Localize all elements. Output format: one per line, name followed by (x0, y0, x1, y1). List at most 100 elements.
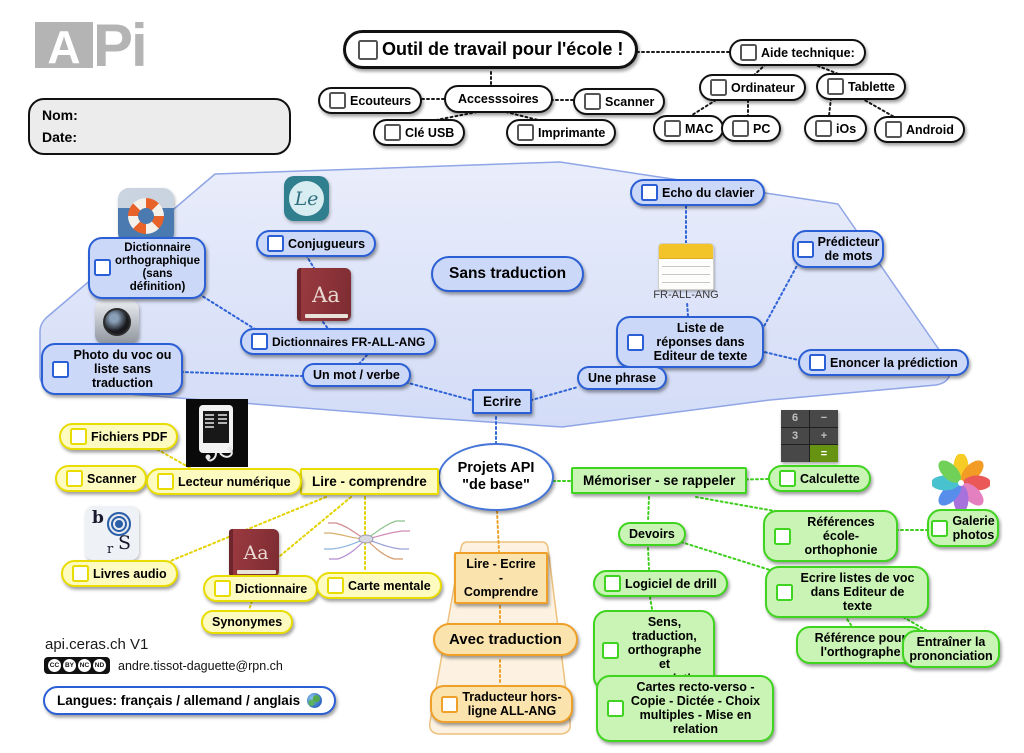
checkbox-icon[interactable] (627, 333, 644, 351)
node-synonymes[interactable]: Synonymes (201, 610, 294, 634)
node-lire-ecrire-comprendre[interactable]: Lire - Ecrire - Comprendre (454, 552, 548, 605)
node-cle-usb[interactable]: Clé USB (373, 119, 466, 146)
node-lire-comprendre[interactable]: Lire - comprendre (300, 468, 439, 495)
node-scanner-top[interactable]: Scanner (573, 88, 666, 115)
ereader-icon (186, 399, 248, 467)
checkbox-icon[interactable] (664, 120, 681, 137)
checkbox-icon[interactable] (732, 120, 749, 137)
node-accessoires[interactable]: Accesssoires (444, 85, 553, 113)
node-langues[interactable]: Langues: français / allemand / anglais (43, 686, 337, 715)
checkbox-icon[interactable] (441, 695, 458, 713)
node-ios[interactable]: iOs (804, 115, 868, 142)
name-date-box: Nom: Date: (28, 98, 291, 156)
node-dictionnaire-orthographique[interactable]: Dictionnaire orthographique (sans défini… (88, 237, 206, 299)
checkbox-icon[interactable] (251, 333, 268, 350)
checkbox-icon[interactable] (94, 259, 112, 277)
globe-icon (307, 693, 323, 708)
node-ecrire[interactable]: Ecrire (472, 389, 533, 414)
node-entrainer-prononciation[interactable]: Entraîner la prononciation (902, 630, 1000, 669)
node-pc[interactable]: PC (721, 115, 782, 142)
node-echo-du-clavier[interactable]: Echo du clavier (630, 179, 766, 206)
node-devoirs[interactable]: Devoirs (618, 522, 686, 546)
node-tablette[interactable]: Tablette (816, 73, 906, 100)
node-livres-audio[interactable]: Livres audio (61, 560, 178, 587)
conjugueurs-app-icon: Le (284, 176, 329, 221)
checkbox-icon[interactable] (72, 565, 89, 582)
node-liste-de-reponses[interactable]: Liste de réponses dans Editeur de texte (616, 316, 764, 369)
node-cartes-recto-verso[interactable]: Cartes recto-verso - Copie - Dictée - Ch… (596, 675, 774, 742)
node-dictionnaires-fr-all-ang[interactable]: Dictionnaires FR-ALL-ANG (240, 328, 437, 355)
checkbox-icon[interactable] (358, 39, 378, 60)
checkbox-icon[interactable] (329, 92, 346, 109)
node-enoncer-la-prediction[interactable]: Enoncer la prédiction (798, 349, 969, 376)
node-sans-traduction[interactable]: Sans traduction (431, 256, 585, 292)
notes-caption: FR-ALL-ANG (653, 289, 719, 301)
calculator-icon: 6− 3+ = (781, 410, 838, 462)
cc-license-icon: cc by nc nd (44, 657, 110, 674)
contact-email: andre.tissot-daguette@rpn.ch (118, 658, 283, 673)
checkbox-icon[interactable] (815, 120, 832, 137)
checkbox-icon[interactable] (641, 184, 658, 201)
checkbox-icon[interactable] (70, 428, 87, 445)
node-aide-technique[interactable]: Aide technique: (729, 39, 866, 66)
lifebuoy-icon (118, 188, 174, 244)
checkbox-icon[interactable] (384, 124, 401, 141)
node-calculette[interactable]: Calculette (768, 465, 871, 492)
node-android[interactable]: Android (874, 116, 965, 143)
checkbox-icon[interactable] (66, 470, 83, 487)
checkbox-icon[interactable] (774, 527, 791, 545)
node-une-phrase[interactable]: Une phrase (577, 366, 668, 390)
audiobook-bsr-icon: b S r (85, 506, 139, 560)
date-label: Date: (42, 128, 78, 145)
checkbox-icon[interactable] (885, 121, 902, 138)
checkbox-icon[interactable] (776, 583, 793, 601)
api-logo: A P i (35, 15, 148, 75)
checkbox-icon[interactable] (52, 360, 69, 378)
node-memoriser[interactable]: Mémoriser - se rappeler (571, 467, 748, 494)
node-conjugueurs[interactable]: Conjugueurs (256, 230, 377, 257)
checkbox-icon[interactable] (779, 470, 796, 487)
checkbox-icon[interactable] (604, 575, 621, 592)
node-imprimante[interactable]: Imprimante (506, 119, 617, 146)
node-traducteur-hors-ligne[interactable]: Traducteur hors-ligne ALL-ANG (430, 685, 573, 724)
node-photo-du-voc[interactable]: Photo du voc ou liste sans traduction (41, 343, 183, 396)
checkbox-icon[interactable] (931, 519, 949, 537)
checkbox-icon[interactable] (584, 93, 601, 110)
node-carte-mentale[interactable]: Carte mentale (316, 572, 442, 599)
node-lecteur-numerique[interactable]: Lecteur numérique (146, 468, 302, 495)
node-scanner-yellow[interactable]: Scanner (55, 465, 148, 492)
node-mac[interactable]: MAC (653, 115, 725, 142)
camera-lens (103, 308, 131, 336)
node-un-mot-verbe[interactable]: Un mot / verbe (302, 363, 411, 387)
node-fichiers-pdf[interactable]: Fichiers PDF (59, 423, 179, 450)
node-galerie-photos[interactable]: Galerie photos (927, 509, 999, 548)
node-title[interactable]: Outil de travail pour l'école ! (343, 30, 639, 69)
checkbox-icon[interactable] (740, 44, 757, 61)
node-ecrire-listes-de-voc[interactable]: Ecrire listes de voc dans Editeur de tex… (765, 566, 929, 619)
checkbox-icon[interactable] (827, 78, 844, 95)
node-logiciel-de-drill[interactable]: Logiciel de drill (593, 570, 728, 597)
license-row: cc by nc nd andre.tissot-daguette@rpn.ch (44, 657, 283, 674)
checkbox-icon[interactable] (267, 235, 284, 252)
node-references-ecole-orthophonie[interactable]: Références école-orthophonie (763, 510, 898, 563)
checkbox-icon[interactable] (710, 79, 727, 96)
checkbox-icon[interactable] (607, 699, 624, 717)
checkbox-icon[interactable] (601, 641, 619, 659)
checkbox-icon[interactable] (809, 354, 826, 371)
checkbox-icon[interactable] (157, 473, 174, 490)
node-ordinateur[interactable]: Ordinateur (699, 74, 806, 101)
checkbox-icon[interactable] (517, 124, 534, 141)
node-avec-traduction[interactable]: Avec traduction (433, 623, 578, 656)
notes-app-icon (658, 243, 714, 290)
checkbox-icon[interactable] (327, 577, 344, 594)
node-ecouteurs[interactable]: Ecouteurs (318, 87, 423, 114)
node-dictionnaire[interactable]: Dictionnaire (203, 575, 319, 602)
api-logo-block: A (35, 22, 93, 70)
checkbox-icon[interactable] (796, 240, 814, 258)
spiral-glyph (107, 512, 131, 536)
site-version-text: api.ceras.ch V1 (45, 636, 149, 653)
node-projets-api[interactable]: Projets API "de base" (438, 443, 554, 511)
node-predicteur-de-mots[interactable]: Prédicteur de mots (792, 230, 884, 269)
checkbox-icon[interactable] (214, 580, 231, 597)
